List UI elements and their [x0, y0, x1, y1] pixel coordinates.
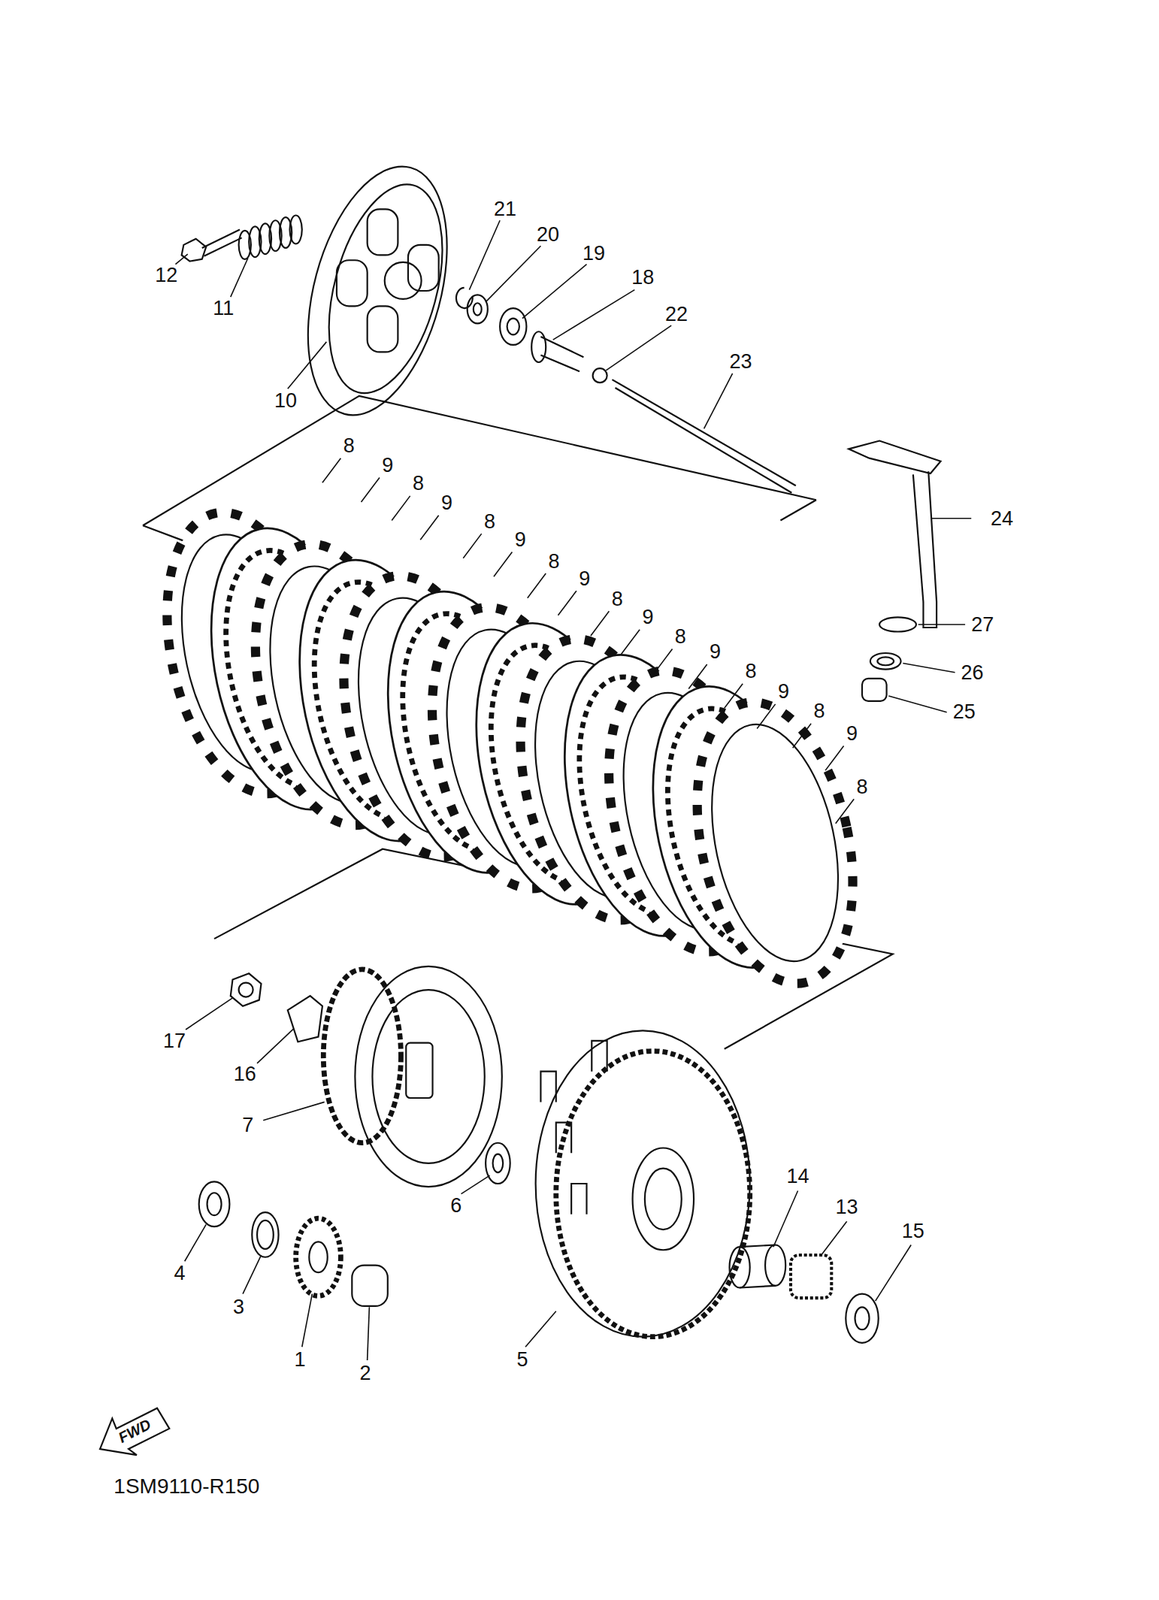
leader-line	[724, 683, 743, 709]
callout-number: 15	[901, 1221, 925, 1242]
callout-number: 13	[835, 1196, 859, 1217]
leader-line	[590, 611, 609, 636]
callout-number: 8	[548, 550, 560, 572]
callout-number: 9	[777, 681, 790, 703]
callout-number: 24	[990, 508, 1014, 529]
callout-number: 17	[163, 1030, 186, 1051]
callout-number: 11	[212, 297, 234, 318]
leader-line	[825, 746, 844, 772]
leader-line	[322, 458, 341, 484]
callout-number: 12	[154, 265, 178, 286]
callout-number: 9	[578, 568, 591, 589]
direction-label: FWD	[115, 1416, 154, 1446]
callout-number: 9	[514, 529, 527, 551]
figure-code: 1SM9110-R150	[113, 1476, 260, 1498]
callout-number: 22	[665, 304, 688, 325]
callout-number: 8	[412, 473, 424, 494]
callout-number: 8	[813, 701, 825, 722]
leader-line	[557, 590, 576, 616]
callout-number: 8	[611, 588, 624, 609]
callout-number: 9	[846, 723, 858, 744]
callout-number: 26	[961, 662, 984, 683]
callout-number: 23	[729, 351, 752, 372]
leader-line	[361, 477, 380, 503]
leader-line	[756, 704, 775, 730]
callout-number: 9	[381, 454, 394, 476]
callout-number: 1	[294, 1349, 306, 1371]
leader-line	[493, 552, 512, 578]
callout-number: 8	[674, 626, 687, 648]
callout-number: 9	[641, 607, 654, 628]
leader-line	[835, 798, 854, 824]
callout-number: 7	[242, 1115, 254, 1136]
leader-line	[653, 649, 672, 675]
callout-number: 14	[786, 1166, 809, 1187]
callout-number: 8	[856, 776, 868, 797]
leader-line	[621, 629, 640, 655]
callout-number: 2	[359, 1363, 371, 1384]
leader-line	[527, 573, 546, 599]
callout-number: 16	[233, 1064, 257, 1085]
callout-number: 21	[493, 199, 517, 220]
callout-number: 8	[484, 511, 496, 532]
leader-line	[391, 496, 410, 521]
callout-number: 18	[631, 267, 654, 288]
callout-number: 6	[450, 1195, 462, 1217]
leader-line	[792, 723, 811, 749]
callout-number: 5	[516, 1349, 528, 1371]
callout-number: 25	[953, 702, 976, 723]
callout-number: 19	[582, 242, 606, 264]
callout-number: 10	[274, 390, 297, 412]
callout-number: 3	[233, 1296, 245, 1317]
leader-line	[688, 664, 707, 690]
leader-line	[462, 533, 482, 559]
callout-number: 27	[971, 614, 994, 635]
plate-inner-edge	[692, 712, 859, 973]
friction-plate	[673, 687, 877, 999]
leader-line	[420, 515, 439, 541]
callout-number: 8	[343, 435, 355, 457]
callout-number: 20	[536, 224, 560, 246]
fwd-arrow	[99, 1408, 170, 1456]
callout-number: 9	[441, 493, 453, 514]
callout-number: 9	[709, 641, 721, 663]
group-bracket	[142, 396, 817, 526]
callout-number: 4	[173, 1263, 185, 1284]
callout-number: 8	[745, 661, 757, 682]
